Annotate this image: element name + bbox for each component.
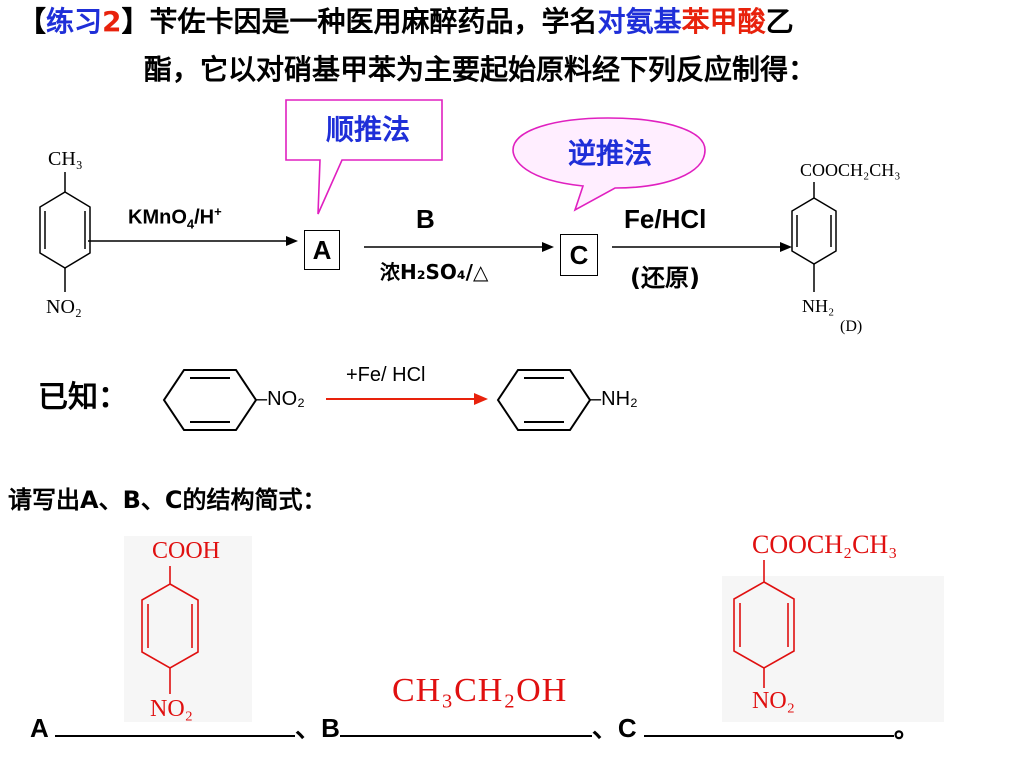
forward-callout (285, 99, 443, 215)
answer-c-ester: COOCH₂CH₃ (752, 530, 898, 559)
answer-c-panel (722, 576, 944, 722)
intro-text: 苄佐卡因是一种医用麻醉药品，学名 (149, 5, 598, 38)
known-label: 已知： (38, 380, 128, 415)
reagent-kmno4-sup: + (214, 204, 222, 219)
arrow-1 (88, 236, 298, 246)
bracket-open: 【 (18, 5, 47, 38)
backward-callout-text: 逆推法 (567, 137, 652, 170)
bracket-close: 】 (121, 5, 150, 38)
answer-c-no2: NO₂ (752, 688, 796, 714)
answer-a-ring (141, 566, 199, 694)
answer-a-no2: NO₂ (150, 696, 194, 722)
reagent-kmno4: KMnO4/H+ (128, 204, 222, 232)
reagent-kmno4-base: KMnO (128, 206, 187, 229)
reagent-kmno4-sub: 4 (186, 216, 195, 232)
arrow-3 (612, 242, 792, 252)
forward-callout-text: 顺推法 (325, 113, 410, 146)
product-benzene-ring (791, 182, 837, 292)
blank-b[interactable] (339, 717, 592, 737)
start-ch3-label: CH₃ (48, 148, 83, 170)
answer-a-panel (124, 536, 252, 722)
separator-1: 、 (295, 713, 322, 743)
product-nh2-label: NH₂ (802, 296, 835, 316)
blank-b-label: B (321, 713, 340, 743)
reagent-fe-hcl: Fe/HCl (624, 204, 707, 234)
product-d-label: (D) (840, 318, 863, 335)
answer-a-cooh: COOH (152, 538, 221, 564)
start-no2-label: NO₂ (46, 296, 82, 318)
reagent-h2so4: 浓H₂SO₄/△ (380, 260, 489, 284)
compound-name-part1: 对氨基 (597, 5, 682, 38)
arrow-2 (364, 242, 554, 252)
answer-blanks-line: A 、B、C 。 (30, 708, 920, 745)
known-nitro-group: –NO₂ (256, 388, 305, 410)
backward-callout (512, 117, 706, 212)
exercise-title-line2: 酯，它以对硝基甲苯为主要起始原料经下列反应制得： (144, 53, 817, 86)
known-benzene-right (496, 369, 592, 431)
known-reagent: +Fe/ HCl (346, 364, 426, 386)
known-benzene-left (162, 369, 258, 431)
start-benzene-ring (39, 172, 91, 292)
period: 。 (893, 713, 920, 743)
blank-c[interactable] (643, 717, 894, 737)
intermediate-c-box: C (560, 234, 598, 276)
separator-2: 、 (591, 713, 618, 743)
reagent-b-label: B (416, 204, 435, 234)
blank-c-label: C (617, 713, 637, 743)
question-prompt: 请写出A、B、C的结构简式： (8, 486, 327, 514)
exercise-number: 2 (102, 5, 122, 38)
reagent-kmno4-tail: /H (194, 206, 215, 229)
intermediate-a-box: A (304, 230, 340, 270)
exercise-title-line1: 【练习2】苄佐卡因是一种医用麻醉药品，学名对氨基苯甲酸乙 (18, 4, 794, 40)
compound-name-part3: 乙 (765, 5, 794, 38)
blank-a[interactable] (55, 717, 296, 737)
product-ester-label: COOCH₂CH₃ (800, 160, 901, 180)
compound-name-part2: 苯甲酸 (681, 5, 766, 38)
known-amino-group: –NH₂ (590, 388, 638, 410)
blank-a-label: A (30, 713, 48, 743)
answer-c-ring (733, 560, 795, 688)
exercise-label: 练习 (46, 5, 103, 38)
known-arrow (326, 393, 488, 405)
reduction-note: (还原) (630, 264, 700, 292)
answer-b-formula: CH₃CH₂OH (392, 672, 568, 709)
